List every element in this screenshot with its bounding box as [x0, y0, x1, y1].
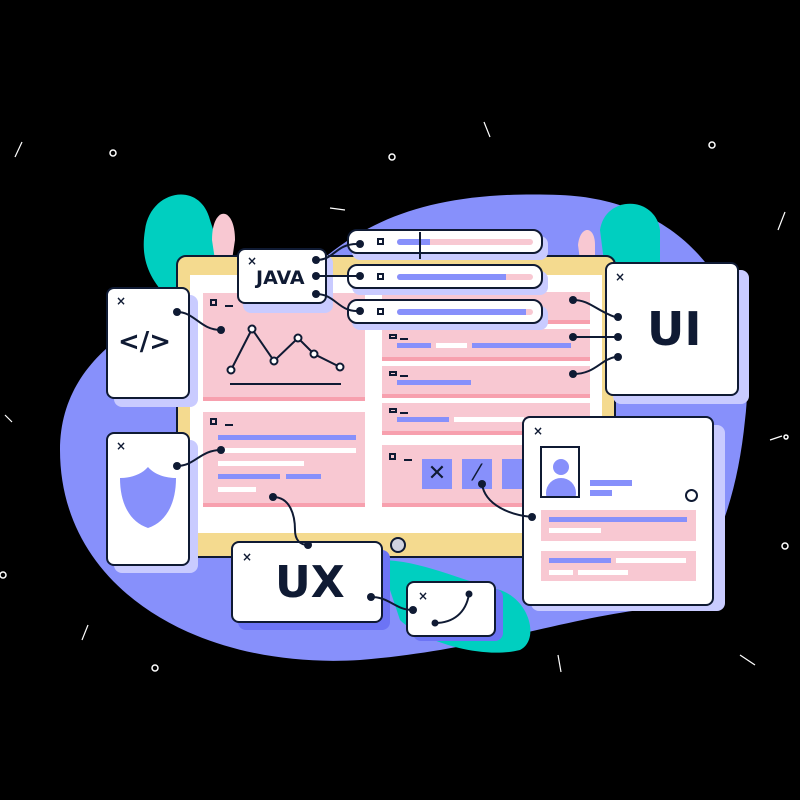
text-line [436, 343, 467, 348]
close-icon[interactable]: × [418, 589, 429, 603]
text-line [549, 517, 687, 522]
tool-close-button[interactable]: ✕ [422, 459, 452, 489]
close-icon[interactable]: × [533, 424, 544, 438]
text-line [218, 474, 280, 479]
avatar-body-icon [546, 478, 576, 496]
window-square-icon [210, 299, 217, 306]
progress-fill [397, 274, 506, 280]
list-panel-4 [382, 403, 590, 435]
avatar-head-icon [553, 459, 569, 475]
list-panel-2 [382, 329, 590, 361]
progress-card-3 [347, 299, 543, 324]
checkbox-icon[interactable] [377, 238, 384, 245]
window-minimize-icon [400, 412, 408, 414]
checkbox-icon[interactable] [377, 308, 384, 315]
window-minimize-icon [225, 305, 233, 307]
ui-label: UI [647, 302, 702, 356]
window-minimize-icon [225, 424, 233, 426]
text-line [218, 448, 356, 453]
bezier-curve-icon [431, 590, 473, 627]
text-line [549, 570, 573, 575]
info-block-2 [541, 551, 696, 581]
text-line [549, 558, 611, 563]
close-icon[interactable]: × [242, 550, 253, 564]
window-square-icon [210, 418, 217, 425]
window-square-icon [389, 453, 396, 460]
text-line [578, 570, 628, 575]
ux-label: UX [275, 557, 345, 608]
shield-card[interactable]: × [106, 432, 190, 566]
progress-track [397, 274, 533, 280]
progress-fill [397, 309, 527, 315]
radio-icon[interactable] [685, 489, 698, 502]
window-minimize-icon [400, 338, 408, 340]
progress-card-2 [347, 264, 543, 289]
java-card[interactable]: × JAVA [237, 248, 327, 304]
curve-card[interactable]: × [406, 581, 496, 637]
text-line [397, 417, 449, 422]
window-square-icon [389, 408, 397, 413]
text-line [472, 343, 571, 348]
text-line [286, 474, 321, 479]
window-minimize-icon [400, 375, 408, 377]
progress-card-1 [347, 229, 543, 254]
close-icon[interactable]: × [116, 439, 127, 453]
text-line [218, 487, 256, 492]
progress-fill [397, 239, 430, 245]
name-line [590, 480, 632, 486]
text-line [397, 380, 471, 385]
window-minimize-icon [404, 459, 412, 461]
code-tag-label: </> [118, 327, 172, 357]
text-line [218, 461, 304, 466]
ui-card[interactable]: × UI [605, 262, 739, 396]
shield-icon [120, 467, 176, 528]
window-square-icon [389, 334, 397, 339]
close-icon[interactable]: × [247, 254, 258, 268]
name-line [590, 490, 612, 496]
info-block-1 [541, 510, 696, 541]
text-line [397, 343, 431, 348]
ux-card[interactable]: × UX [231, 541, 383, 623]
text-line [218, 435, 356, 440]
checkbox-icon[interactable] [377, 273, 384, 280]
close-icon[interactable]: × [615, 270, 626, 284]
progress-track [397, 309, 533, 315]
code-card[interactable]: × </> [106, 287, 190, 399]
java-label: JAVA [256, 267, 305, 289]
text-panel [203, 412, 365, 507]
window-square-icon [389, 371, 397, 376]
list-panel-3 [382, 366, 590, 398]
text-line [454, 417, 524, 422]
profile-card[interactable]: × [522, 416, 714, 606]
text-line [549, 528, 601, 533]
close-icon[interactable]: × [116, 294, 127, 308]
progress-track [397, 239, 533, 245]
text-line [616, 558, 686, 563]
monitor-button [390, 537, 406, 553]
avatar [540, 446, 580, 498]
